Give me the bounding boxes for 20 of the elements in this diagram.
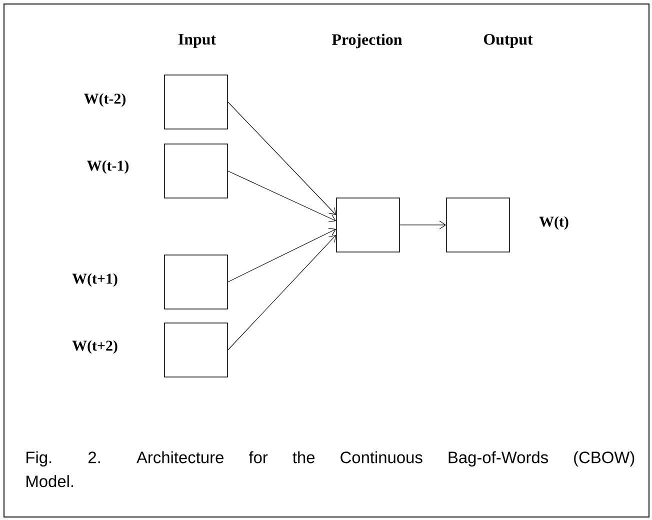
word-label: W(t-1) [87,160,128,174]
word-label: W(t+1) [72,273,118,287]
layer-box [446,198,510,252]
arrow [228,234,336,350]
arrow [228,228,336,282]
layer-box [164,254,228,310]
word-label: W(t+2) [72,340,118,354]
caption: Fig. 2. Architecture for the Continuous Bag-of-Words (CBOW) Model. [26,451,634,488]
column-heading: Output [484,34,533,48]
column-heading: Input [178,34,216,48]
column-heading: Projection [332,34,402,48]
arrow [228,170,336,222]
arrow [400,220,446,230]
layer-box [336,198,400,252]
layer-box [164,144,228,198]
word-label: W(t-2) [84,93,126,107]
arrow [228,102,336,215]
layer-box [164,322,228,378]
word-label: W(t) [539,216,568,230]
layer-box [164,74,228,130]
